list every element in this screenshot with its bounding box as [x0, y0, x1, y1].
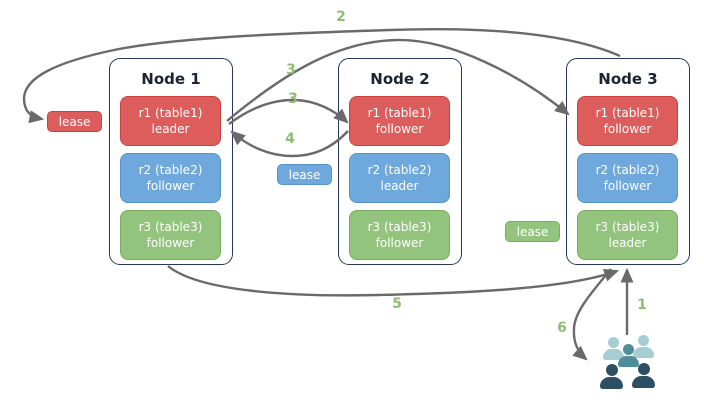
users-group-icon — [600, 334, 658, 394]
node2-replica-r1: r1 (table1) follower — [349, 96, 450, 146]
user-front-right-icon — [632, 363, 655, 388]
arrow-label-2: 2 — [336, 9, 346, 25]
node3-box: Node 3 r1 (table1) follower r2 (table2) … — [566, 58, 690, 265]
replica-label: r2 (table2) — [138, 162, 203, 177]
replica-role: leader — [608, 236, 647, 250]
user-back-right-icon — [633, 335, 654, 358]
node2-title: Node 2 — [370, 70, 430, 88]
node1-replica-r1: r1 (table1) leader — [120, 96, 221, 146]
node3-title: Node 3 — [598, 70, 658, 88]
replica-label: r3 (table3) — [595, 219, 660, 234]
lease-badge-green: lease — [505, 221, 560, 242]
replica-role: follower — [146, 236, 195, 250]
replica-role: follower — [146, 179, 195, 193]
arrow-label-3b: 3 — [288, 91, 298, 107]
node1-replica-r2: r2 (table2) follower — [120, 153, 221, 203]
node1-box: Node 1 r1 (table1) leader r2 (table2) fo… — [109, 58, 233, 265]
user-front-left-icon — [600, 364, 623, 389]
node2-box: Node 2 r1 (table1) follower r2 (table2) … — [338, 58, 462, 265]
node1-title: Node 1 — [141, 70, 201, 88]
replica-role: follower — [603, 122, 652, 136]
node3-replica-r2: r2 (table2) follower — [577, 153, 678, 203]
replica-role: follower — [375, 122, 424, 136]
arrow-label-4: 4 — [285, 131, 295, 147]
replica-label: r1 (table1) — [138, 105, 203, 120]
arrow-label-1: 1 — [637, 297, 647, 313]
replica-label: r2 (table2) — [367, 162, 432, 177]
node1-replica-r3: r3 (table3) follower — [120, 210, 221, 260]
arrow-label-3a: 3 — [286, 62, 296, 78]
replica-label: r2 (table2) — [595, 162, 660, 177]
replica-role: follower — [603, 179, 652, 193]
replica-role: follower — [375, 236, 424, 250]
node3-replica-r3: r3 (table3) leader — [577, 210, 678, 260]
lease-badge-blue: lease — [277, 164, 332, 185]
node3-replica-r1: r1 (table1) follower — [577, 96, 678, 146]
lease-badge-red: lease — [47, 111, 102, 132]
node2-replica-r2: r2 (table2) leader — [349, 153, 450, 203]
replica-label: r3 (table3) — [367, 219, 432, 234]
replica-label: r3 (table3) — [138, 219, 203, 234]
user-back-left-icon — [603, 337, 624, 360]
replica-label: r1 (table1) — [367, 105, 432, 120]
arrow-label-6: 6 — [557, 320, 567, 336]
replica-role: leader — [380, 179, 419, 193]
replica-role: leader — [151, 122, 190, 136]
arrow-5-node1-to-node3 — [167, 265, 620, 297]
arrow-label-5: 5 — [392, 296, 402, 312]
node2-replica-r3: r3 (table3) follower — [349, 210, 450, 260]
user-middle-icon — [618, 344, 639, 367]
replica-label: r1 (table1) — [595, 105, 660, 120]
